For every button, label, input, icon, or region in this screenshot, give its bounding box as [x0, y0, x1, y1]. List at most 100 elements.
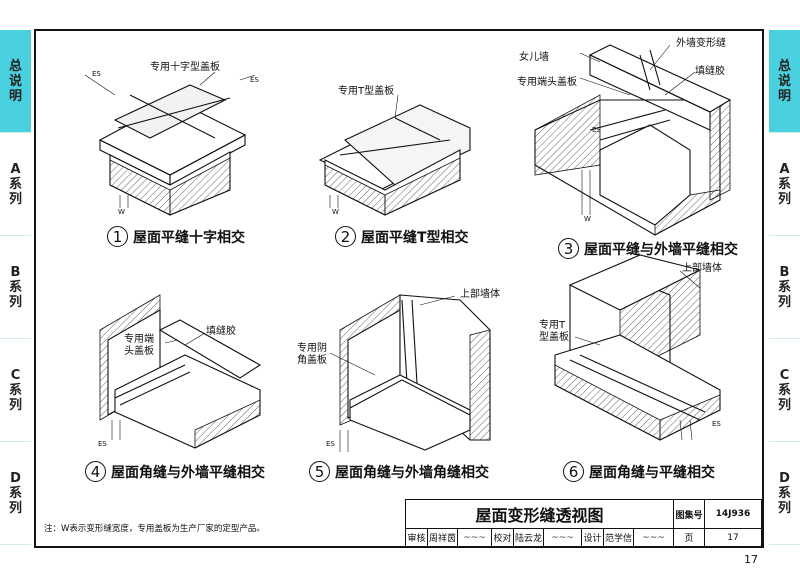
caption-figure-1: 1 屋面平缝十字相交	[107, 226, 245, 247]
dim-w-1: W	[118, 208, 125, 216]
caption-figure-5: 5 屋面角缝与外墙角缝相交	[309, 461, 489, 482]
tab-char: 系	[777, 485, 791, 501]
tab-char: 系	[777, 279, 791, 295]
label-t-cover: 专用T型盖板	[338, 86, 395, 97]
designer-name: 范学信	[604, 529, 634, 546]
figure-number-2: 2	[335, 226, 356, 247]
figure-number-4: 4	[85, 461, 106, 482]
figure-2-drawing	[318, 94, 471, 216]
tab-char: 系	[8, 279, 22, 295]
figure-number-5: 5	[309, 461, 330, 482]
label-upper-wall-6: 上部墙体	[682, 263, 722, 274]
dim-es-3: ES	[592, 126, 601, 134]
tab-char: 列	[777, 294, 791, 310]
tab-char: 列	[8, 191, 22, 207]
reviewer-name: 周祥茵	[428, 529, 458, 546]
tab-char: A	[779, 161, 790, 177]
figure-4-drawing	[99, 294, 262, 449]
tab-char: 系	[8, 485, 22, 501]
tab-char: 列	[777, 397, 791, 413]
figure-5-drawing	[329, 294, 491, 452]
figure-number-1: 1	[107, 226, 128, 247]
drawing-title: 屋面变形缝透视图	[406, 500, 674, 529]
dim-es-6: ES	[712, 420, 721, 428]
page-label: 页	[674, 529, 705, 546]
tab-char: 系	[8, 382, 22, 398]
label-sealant-3: 填缝胶	[695, 66, 725, 77]
page-number: 17	[744, 553, 758, 566]
label-t-cover-6a: 专用T	[539, 320, 566, 331]
drawing-frame	[34, 29, 764, 548]
tab-char: 明	[777, 88, 791, 104]
label-t-cover-6b: 型盖板	[539, 332, 569, 343]
tab-char: 明	[8, 88, 22, 104]
tab-char: D	[10, 470, 21, 486]
tab-char: C	[779, 367, 790, 383]
dim-es-4: ES	[98, 440, 107, 448]
label-end-cover-4a: 专用端	[124, 334, 154, 345]
caption-text-1: 屋面平缝十字相交	[133, 229, 245, 246]
tab-char: 总	[777, 58, 791, 74]
checker-name: 陆云龙	[514, 529, 544, 546]
dim-es-1b: ES	[250, 76, 259, 84]
tab-char: 说	[8, 73, 22, 89]
figure-number-6: 6	[563, 461, 584, 482]
caption-figure-2: 2 屋面平缝T型相交	[335, 226, 469, 247]
atlas-label: 图集号	[674, 500, 705, 529]
figure-6-drawing	[554, 254, 721, 441]
tab-char: 列	[8, 397, 22, 413]
dim-w-3: W	[584, 215, 591, 223]
label-wall-joint: 外墙变形缝	[676, 38, 726, 49]
checker-signature: ~~~	[544, 529, 582, 546]
tab-char: 系	[777, 176, 791, 192]
right-tab-1[interactable]: 总说明	[769, 30, 800, 133]
title-block: 屋面变形缝透视图 图集号 14J936 审核 周祥茵 ~~~ 校对 陆云龙 ~~…	[405, 499, 762, 547]
tab-char: 系	[777, 382, 791, 398]
caption-text-6: 屋面角缝与平缝相交	[589, 464, 715, 481]
footnote: 注：W表示变形缝宽度，专用盖板为生产厂家的定型产品。	[44, 524, 265, 534]
left-tab-1[interactable]: 总说明	[0, 30, 31, 133]
label-corner-cover-a: 专用阴	[297, 343, 327, 354]
tab-char: 列	[8, 500, 22, 516]
figure-1-drawing	[84, 71, 256, 216]
label-end-cover-4b: 头盖板	[124, 346, 154, 357]
dim-es-5: ES	[326, 440, 335, 448]
tab-char: C	[10, 367, 21, 383]
caption-text-5: 屋面角缝与外墙角缝相交	[335, 464, 489, 481]
sheet-page: 17	[727, 532, 739, 543]
label-end-cover: 专用端头盖板	[517, 77, 577, 88]
tab-char: A	[10, 161, 21, 177]
tab-char: 列	[8, 294, 22, 310]
caption-text-3: 屋面平缝与外墙平缝相交	[584, 241, 738, 258]
label-corner-cover-b: 角盖板	[297, 355, 327, 366]
caption-text-2: 屋面平缝T型相交	[361, 229, 469, 246]
label-parapet: 女儿墙	[519, 52, 549, 63]
figure-3-drawing	[534, 44, 732, 236]
caption-text-4: 屋面角缝与外墙平缝相交	[111, 464, 265, 481]
caption-figure-6: 6 屋面角缝与平缝相交	[563, 461, 715, 482]
atlas-number: 14J936	[705, 500, 761, 529]
tab-char: 总	[8, 58, 22, 74]
dim-w-2: W	[332, 208, 339, 216]
tab-char: 列	[777, 500, 791, 516]
figure-number-3: 3	[558, 238, 579, 259]
caption-figure-3: 3 屋面平缝与外墙平缝相交	[558, 238, 738, 259]
tab-char: B	[10, 264, 21, 280]
tab-char: B	[779, 264, 790, 280]
caption-figure-4: 4 屋面角缝与外墙平缝相交	[85, 461, 265, 482]
label-sealant-4: 填缝胶	[206, 326, 236, 337]
check-label: 校对	[492, 529, 514, 546]
tab-char: 列	[777, 191, 791, 207]
design-label: 设计	[582, 529, 604, 546]
review-label: 审核	[406, 529, 428, 546]
designer-signature: ~~~	[634, 529, 674, 546]
